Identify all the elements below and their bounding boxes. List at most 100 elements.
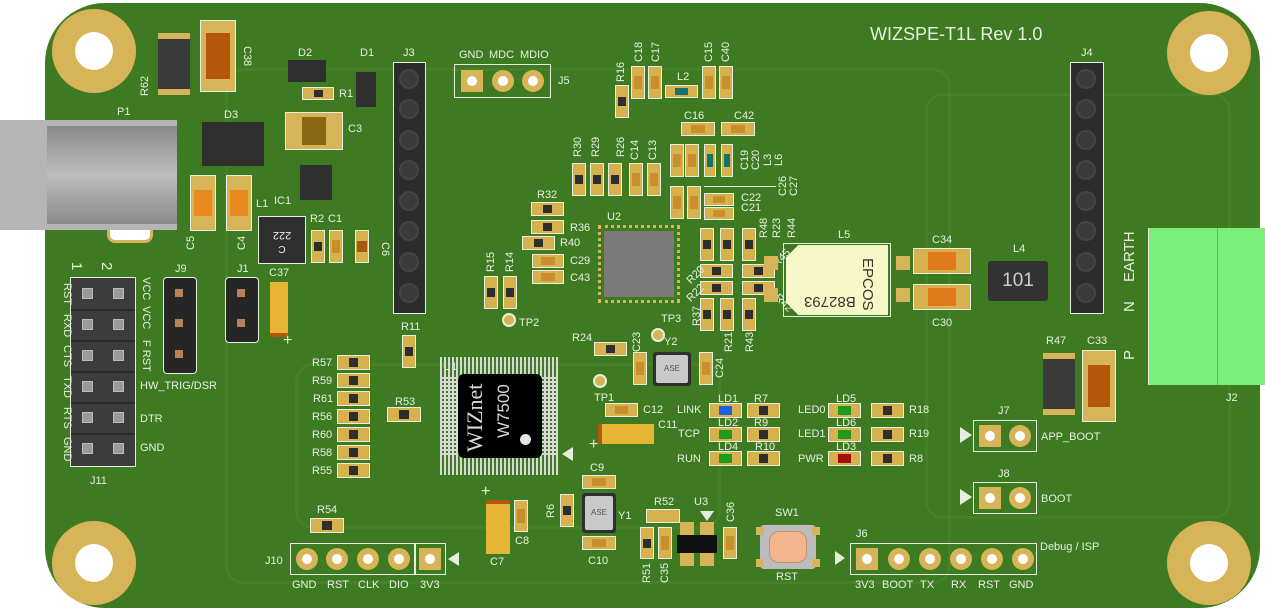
ref-C9: C9 — [590, 462, 605, 474]
capacitor-C26 — [670, 186, 684, 219]
mounting-hole-top-left — [52, 9, 136, 93]
u1-brand: WIZnet — [462, 383, 487, 452]
header-J10[interactable] — [290, 543, 446, 575]
j11-pin[interactable] — [82, 443, 93, 454]
ref-C3: C3 — [348, 123, 363, 135]
j11-pin[interactable] — [113, 412, 124, 423]
j6-pin-boot[interactable] — [888, 548, 910, 570]
resistor-R30 — [572, 163, 586, 196]
mounting-hole-bottom-left — [52, 521, 136, 605]
j10-pin-3v3[interactable] — [419, 548, 441, 570]
inductor-L3 — [704, 144, 716, 177]
j10-label-3v3: 3V3 — [420, 579, 440, 591]
ref-R44: R44 — [786, 217, 798, 238]
j11-right-frst: F RST — [140, 340, 152, 372]
resistor-R6 — [560, 494, 574, 527]
j11-pin[interactable] — [82, 350, 93, 361]
ref-R15: R15 — [485, 251, 497, 272]
header-J7[interactable] — [973, 420, 1037, 452]
ref-C23: C23 — [631, 331, 643, 352]
ref-R58: R58 — [312, 447, 333, 459]
ref-D3: D3 — [224, 109, 239, 121]
ref-U3: U3 — [694, 496, 709, 508]
header-J3[interactable] — [393, 62, 426, 314]
header-J5[interactable] — [454, 64, 551, 98]
test-point-TP1[interactable] — [593, 374, 607, 388]
j10-pin-gnd[interactable] — [296, 548, 318, 570]
ref-R2: R2 — [310, 213, 325, 225]
j11-row-separator — [71, 371, 135, 373]
ref-C29: C29 — [570, 255, 591, 267]
j10-pin-clk[interactable] — [357, 548, 379, 570]
y1-marking: ASE — [585, 496, 613, 530]
ref-C7: C7 — [490, 556, 505, 568]
ref-R1: R1 — [339, 88, 354, 100]
j8-pin2[interactable] — [1009, 487, 1031, 509]
resistor-R16 — [615, 85, 629, 118]
j6-pin-rx[interactable] — [950, 548, 972, 570]
ref-TP3: TP3 — [661, 313, 682, 325]
j11-left-cts: CTS — [61, 345, 73, 367]
ref-R47: R47 — [1046, 335, 1067, 347]
j11-pin[interactable] — [82, 288, 93, 299]
j11-pin[interactable] — [113, 288, 124, 299]
ref-R19: R19 — [909, 428, 930, 440]
capacitor-C5 — [190, 175, 216, 231]
ref-R61: R61 — [313, 393, 334, 405]
j6-pin-3v3[interactable] — [856, 548, 878, 570]
j6-pin-rst[interactable] — [981, 548, 1003, 570]
ref-R26: R26 — [615, 136, 627, 157]
header-J6[interactable] — [850, 543, 1037, 575]
j11-pin[interactable] — [82, 412, 93, 423]
j6-pin-tx[interactable] — [919, 548, 941, 570]
capacitor-C38 — [200, 20, 236, 92]
tantalum-capacitor-C37 — [270, 282, 288, 337]
label-BOOT: BOOT — [1041, 493, 1073, 505]
ref-D2: D2 — [298, 47, 313, 59]
jumper-J1[interactable] — [225, 277, 259, 343]
j6-pin-gnd[interactable] — [1012, 548, 1034, 570]
led-LD4 — [709, 451, 742, 466]
terminal-block-J2[interactable] — [1148, 228, 1265, 385]
label-PWR: PWR — [798, 453, 824, 465]
resistor-R59 — [337, 373, 370, 388]
j11-pin[interactable] — [82, 319, 93, 330]
j11-pin[interactable] — [82, 381, 93, 392]
common-mode-choke-L5: EPCOS B82793 — [764, 243, 910, 317]
j8-pin1[interactable] — [979, 487, 1001, 509]
resistor-R29 — [590, 163, 604, 196]
j5-pin1[interactable] — [461, 70, 483, 92]
resistor-R52 — [646, 509, 680, 523]
jumper-J9[interactable] — [163, 277, 197, 374]
ref-P1: P1 — [117, 106, 131, 118]
j7-pin1[interactable] — [979, 425, 1001, 447]
test-point-TP2[interactable] — [502, 313, 516, 327]
j11-pin[interactable] — [113, 319, 124, 330]
header-J4[interactable] — [1070, 62, 1104, 314]
j5-pin3[interactable] — [522, 70, 544, 92]
j6-label-rx: RX — [951, 579, 967, 591]
reset-button-SW1[interactable] — [756, 525, 820, 569]
resistor-R9 — [747, 427, 780, 442]
j10-pin-dio[interactable] — [388, 548, 410, 570]
ref-LD6: LD6 — [836, 417, 857, 429]
ref-R40: R40 — [560, 237, 581, 249]
capacitor-C18 — [631, 66, 645, 99]
resistor-R43 — [742, 298, 756, 331]
header-J8[interactable] — [973, 482, 1037, 514]
test-point-TP3[interactable] — [651, 328, 665, 342]
j5-pin2[interactable] — [492, 70, 514, 92]
ref-J7: J7 — [998, 405, 1010, 417]
j10-pin-rst[interactable] — [326, 548, 348, 570]
j7-pin2[interactable] — [1009, 425, 1031, 447]
label-RUN: RUN — [677, 453, 701, 465]
resistor-R10 — [747, 451, 780, 466]
capacitor-C24 — [699, 352, 713, 385]
pin1-arrow-icon — [960, 427, 972, 443]
j11-pin[interactable] — [113, 381, 124, 392]
j11-pin[interactable] — [113, 350, 124, 361]
j11-pin[interactable] — [113, 443, 124, 454]
callout-line — [704, 186, 776, 187]
ref-C12: C12 — [643, 404, 664, 416]
ref-C14: C14 — [629, 139, 641, 160]
